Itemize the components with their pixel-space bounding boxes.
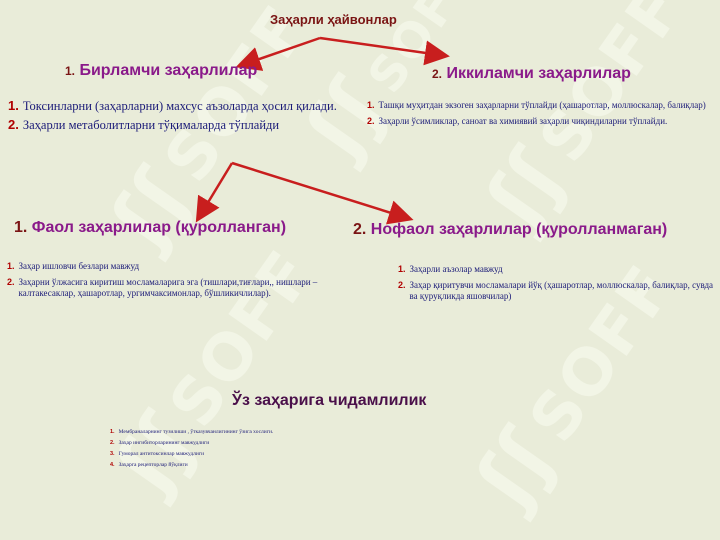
list-item-text: Заҳарли аъзолар мавжуд <box>409 264 503 274</box>
list-item-text: Ташқи муҳитдан экзоген заҳарларни тўплай… <box>378 100 706 110</box>
list-item-number: 1. <box>110 429 115 435</box>
primary-heading-number: 1. <box>65 64 76 78</box>
secondary-heading-number: 2. <box>432 67 443 81</box>
arrow-to-primary <box>235 36 321 71</box>
list-item-text: Заҳарга рецепторлар йўқлиги <box>118 462 188 468</box>
primary-heading-label: Бирламчи заҳарлилар <box>79 62 258 79</box>
list-item-text: Заҳарли ўсимликлар, саноат ва химиявий з… <box>378 116 668 126</box>
page-title: Заҳарли ҳайвонлар <box>270 12 397 27</box>
list-item: 2. Заҳарни ўлжасига киритиш мосламалариг… <box>7 277 352 299</box>
list-item-text: Заҳар ингибиторларининг мавжудлиги <box>118 440 210 446</box>
passive-heading-label: Нофаол заҳарлилар (қуролланмаган) <box>370 221 668 238</box>
passive-list: 1. Заҳарли аъзолар мавжуд 2. Заҳар қирит… <box>398 264 716 307</box>
active-heading: 1. Фаол заҳарлилар (қуролланган) <box>14 219 286 237</box>
secondary-heading: 2. Иккиламчи заҳарлилар <box>432 65 631 83</box>
list-item: 2. Заҳар қиритувчи мосламалари йўқ (ҳаша… <box>398 280 716 302</box>
primary-list: 1. Токсинларни (заҳарларни) махсус аъзол… <box>8 99 358 137</box>
list-item-number: 2. <box>398 280 406 290</box>
primary-heading: 1. Бирламчи заҳарлилар <box>65 62 257 80</box>
resistance-heading: Ўз заҳарига чидамлилик <box>232 392 427 409</box>
list-item: 4. Заҳарга рецепторлар йўқлиги <box>110 461 370 469</box>
list-item-number: 1. <box>7 261 15 271</box>
arrow-to-secondary <box>319 36 450 66</box>
list-item: 1. Мембраналарнинг тузилиши , ўтказувчан… <box>110 428 370 436</box>
passive-heading-number: 2. <box>353 221 367 238</box>
resistance-list: 1. Мембраналарнинг тузилиши , ўтказувчан… <box>110 428 370 472</box>
list-item-text: Заҳар ишловчи безлари мавжуд <box>18 261 140 271</box>
active-heading-number: 1. <box>14 219 28 236</box>
list-item: 2. Заҳарли ўсимликлар, саноат ва химияви… <box>367 116 712 127</box>
list-item-text: Токсинларни (заҳарларни) махсус аъзолард… <box>22 99 337 113</box>
list-item: 1. Ташқи муҳитдан экзоген заҳарларни тўп… <box>367 100 712 111</box>
list-item-number: 3. <box>110 451 115 457</box>
list-item: 2. Заҳарли метаболитларни тўқималарда тў… <box>8 117 358 133</box>
list-item-text: Заҳарни ўлжасига киритиш мосламаларига э… <box>18 277 318 298</box>
list-item: 1. Токсинларни (заҳарларни) махсус аъзол… <box>8 98 358 114</box>
secondary-heading-label: Иккиламчи заҳарлилар <box>446 65 631 82</box>
list-item-text: Заҳар қиритувчи мосламалари йўқ (ҳашарот… <box>409 280 714 301</box>
active-heading-label: Фаол заҳарлилар (қуролланган) <box>31 219 287 236</box>
arrow-to-active <box>195 162 234 223</box>
secondary-list: 1. Ташқи муҳитдан экзоген заҳарларни тўп… <box>367 100 712 132</box>
passive-heading: 2. Нофаол заҳарлилар (қуролланмаган) <box>353 221 667 239</box>
list-item-number: 2. <box>367 116 375 126</box>
list-item-text: Гуморал антитоксинлар мавжудлиги <box>118 451 205 457</box>
list-item-number: 1. <box>367 100 375 110</box>
list-item: 1. Заҳар ишловчи безлари мавжуд <box>7 261 352 272</box>
list-item-number: 1. <box>8 98 19 113</box>
list-item: 2. Заҳар ингибиторларининг мавжудлиги <box>110 439 370 447</box>
list-item-number: 4. <box>110 462 115 468</box>
list-item-text: Заҳарли метаболитларни тўқималарда тўпла… <box>22 118 280 132</box>
list-item-number: 2. <box>110 440 115 446</box>
list-item-number: 2. <box>7 277 15 287</box>
active-list: 1. Заҳар ишловчи безлари мавжуд 2. Заҳар… <box>7 261 352 304</box>
list-item: 3. Гуморал антитоксинлар мавжудлиги <box>110 450 370 458</box>
arrow-to-passive <box>231 161 414 225</box>
list-item-number: 2. <box>8 117 19 132</box>
list-item-text: Мембраналарнинг тузилиши , ўтказувчанлиг… <box>118 429 274 435</box>
list-item-number: 1. <box>398 264 406 274</box>
list-item: 1. Заҳарли аъзолар мавжуд <box>398 264 716 275</box>
